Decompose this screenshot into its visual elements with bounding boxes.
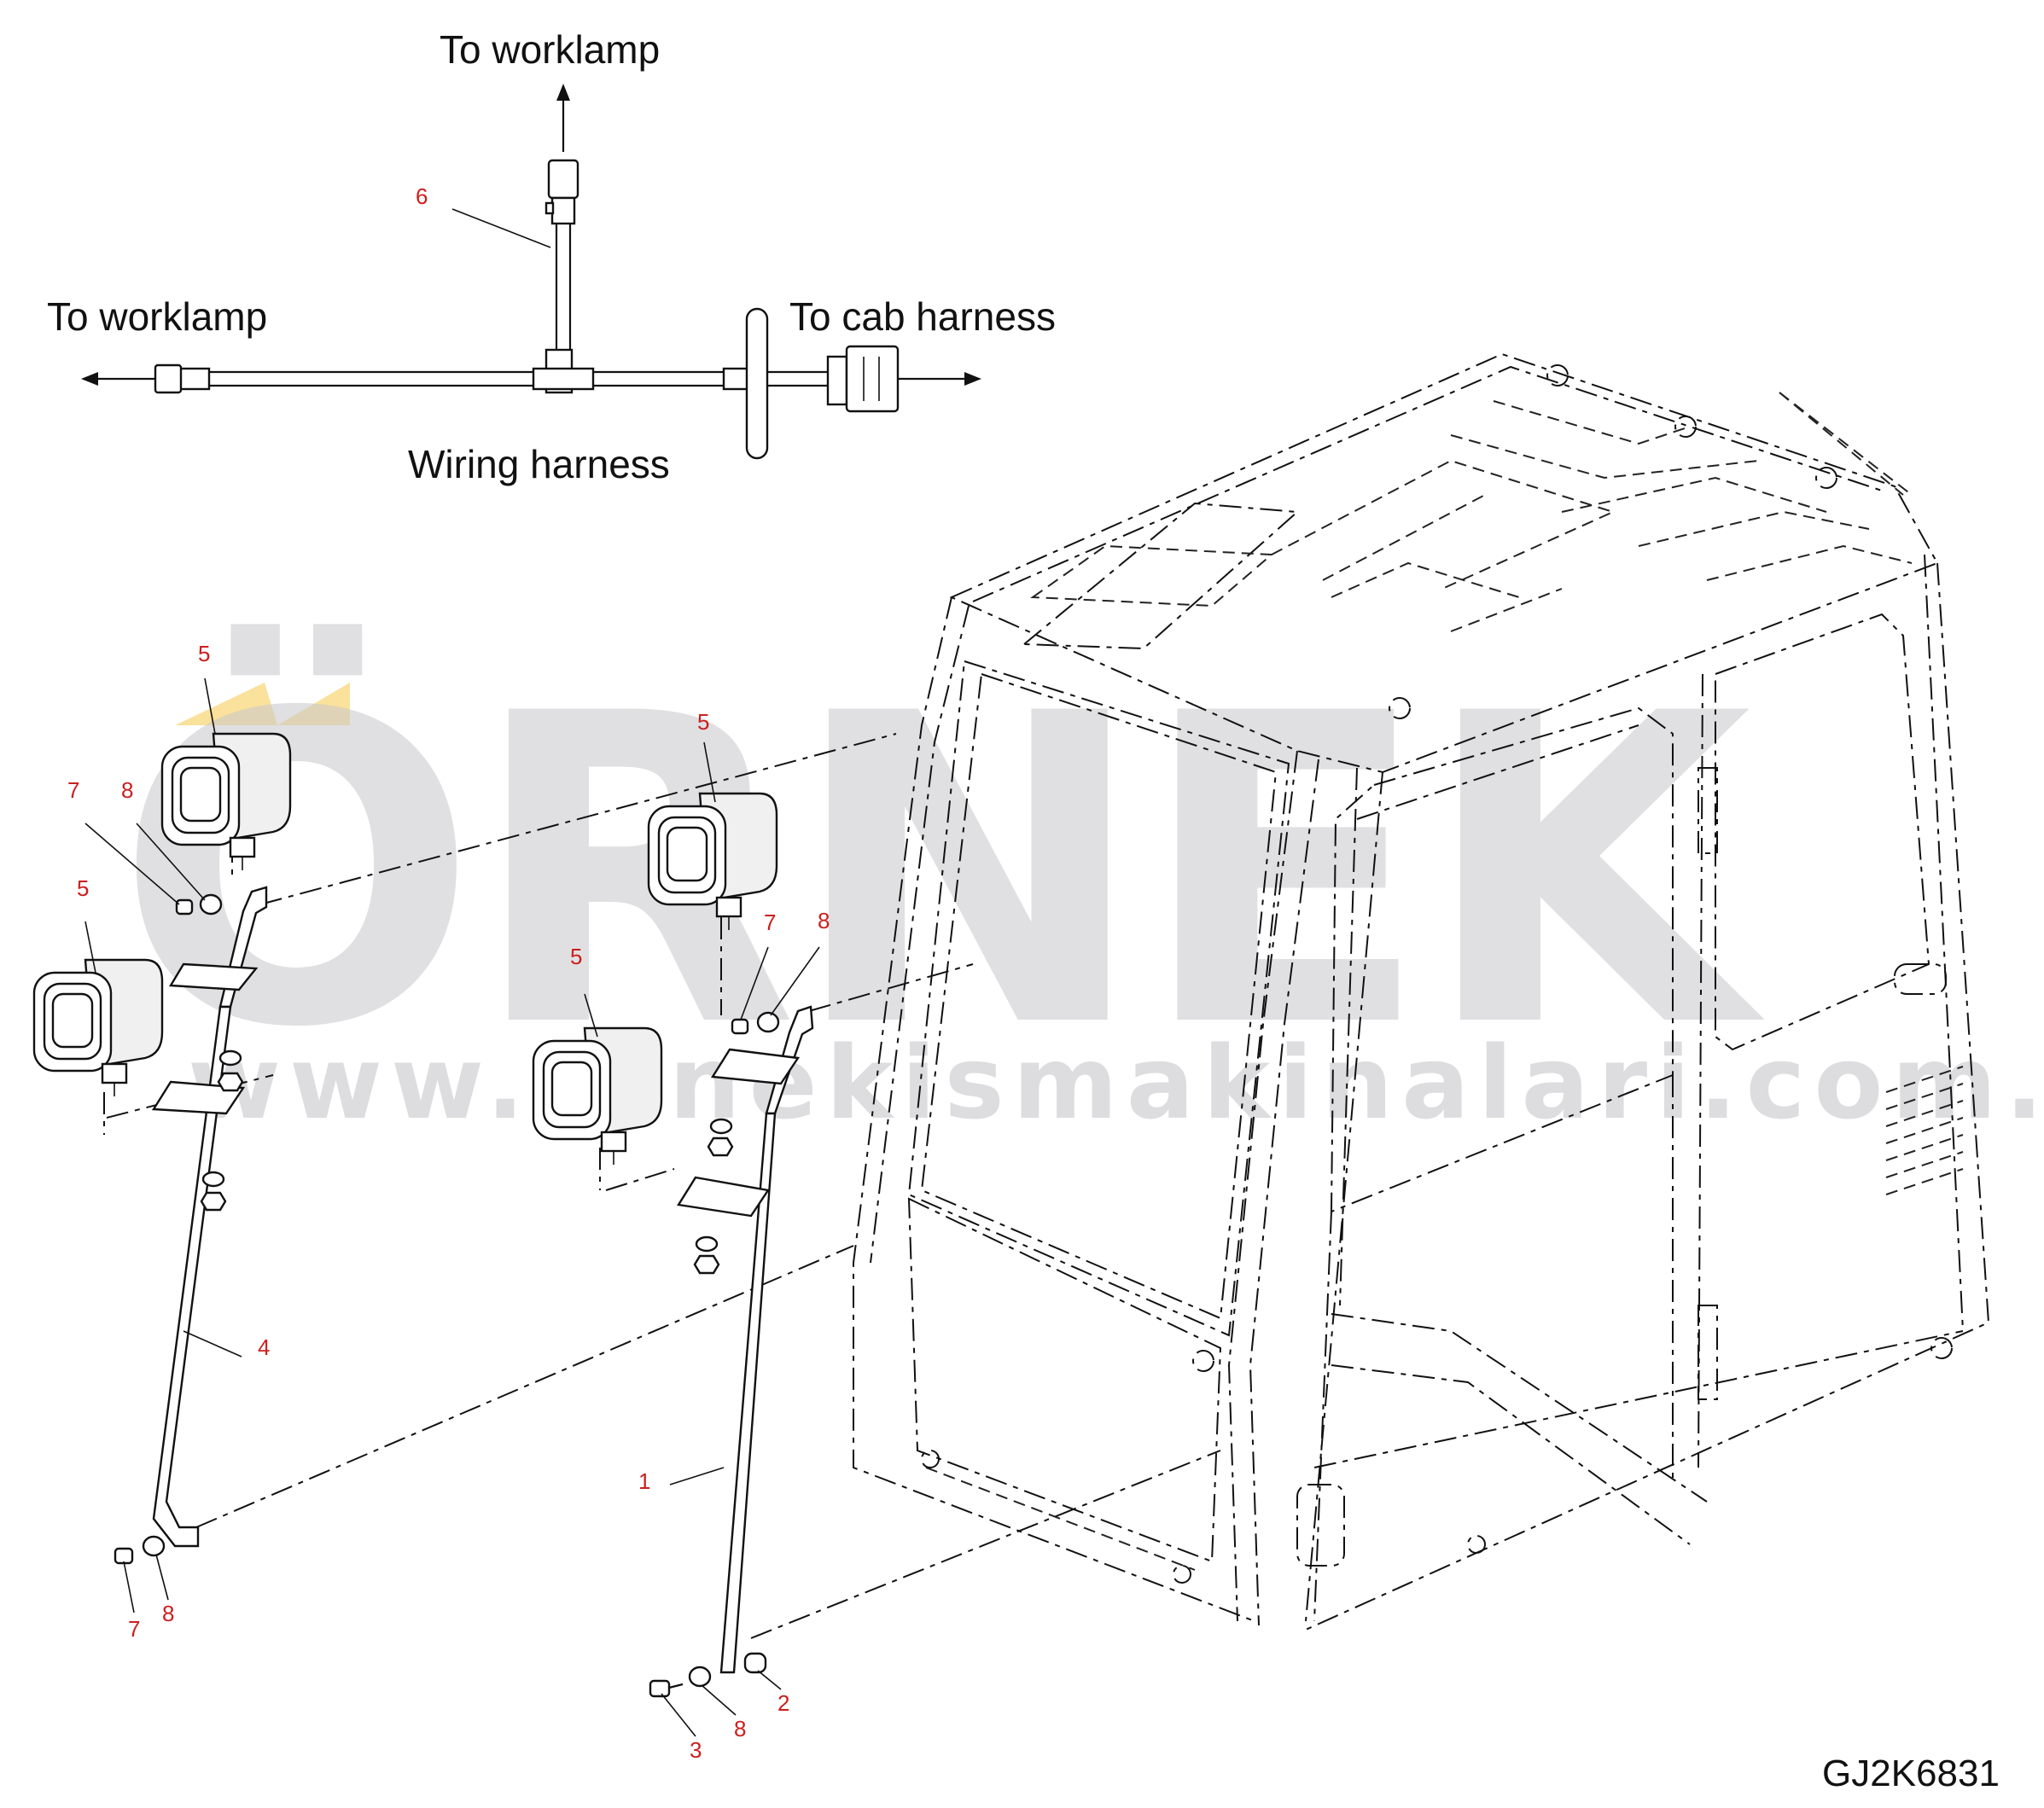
worklamp-2 [32,958,164,1096]
worklamp-1 [160,732,292,870]
callout-8-c: 8 [162,1601,174,1626]
watermark-accent-right [277,683,350,725]
worklamp-4 [532,1026,663,1165]
label-to-cab-harness: To cab harness [789,294,1056,339]
callout-5-a: 5 [198,641,210,666]
callouts: 6 5 5 5 5 7 8 7 8 4 1 7 8 3 8 2 [67,183,830,1763]
callout-6: 6 [416,183,428,209]
worklamp-3 [647,792,778,930]
callout-5-d: 5 [570,944,582,969]
bracket-left [151,886,268,1548]
fasteners [114,893,780,1698]
label-to-worklamp-left: To worklamp [47,294,267,339]
watermark-brand: ÖRNEK [115,619,1767,1120]
drawing-code: GJ2K6831 [1822,1753,2000,1794]
callout-7-b: 7 [764,910,776,935]
cab-outline [853,352,1990,1631]
watermark: ÖRNEK www.ornekismakinalari.com.tr [115,619,2044,1142]
arrow-right-icon [964,372,981,386]
callout-3: 3 [690,1737,702,1763]
callout-7-a: 7 [67,777,79,803]
callout-5-c: 5 [697,709,709,735]
wiring-harness-drawing [81,84,981,460]
bracket-right [669,1005,814,1674]
label-wiring-harness: Wiring harness [408,442,670,486]
callout-1: 1 [638,1468,650,1494]
callout-7-c: 7 [128,1616,140,1642]
watermark-url: www.ornekismakinalari.com.tr [188,1024,2044,1142]
callout-2: 2 [777,1690,789,1716]
arrow-left-icon [81,372,98,386]
callout-8-d: 8 [734,1716,746,1741]
callout-4: 4 [258,1334,270,1360]
callout-8-a: 8 [121,777,133,803]
watermark-accent-left [175,683,277,725]
callout-8-b: 8 [818,908,830,933]
arrow-up-icon [556,84,570,101]
leader-lines [84,677,820,1737]
label-to-worklamp-top: To worklamp [440,27,660,72]
callout-5-b: 5 [77,875,89,901]
